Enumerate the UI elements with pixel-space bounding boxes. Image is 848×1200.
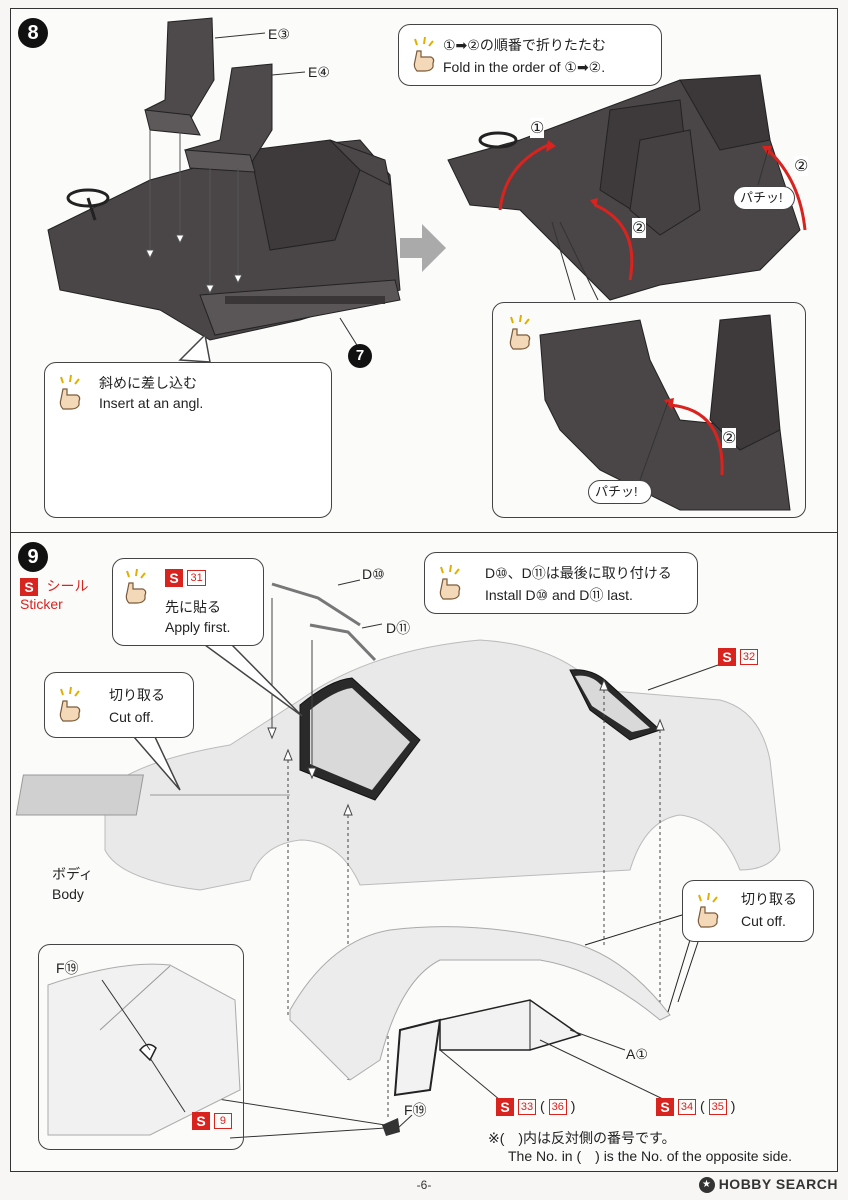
pointing-hand-icon [125,568,147,604]
sticker-32: S 32 [718,648,759,667]
sticker-33-36: S 33 ( 36 ) [496,1098,575,1117]
page-number: -6- [416,1178,432,1192]
cut-off-bubble-hood: 切り取る Cut off. [44,672,194,738]
detail-bubble-f19 [38,944,244,1150]
part-label-d10: D⑩ [362,566,385,582]
sticker-9: S 9 [192,1112,232,1131]
sticker-mark: S [165,569,183,587]
pointing-hand-icon [59,686,81,722]
cut-off-jp: 切り取る [109,687,165,703]
fold-mark-2-rear: ② [794,156,809,176]
pointing-hand-icon [59,374,81,410]
step-9-badge: 9 [18,542,48,572]
apply-first-en: Apply first. [165,619,231,635]
sticker-legend-jp: シール [46,578,89,594]
part-label-e4: E④ [308,64,330,80]
pointing-hand-icon [413,36,435,72]
pointing-hand-icon [697,892,719,928]
pointing-hand-icon [509,314,531,350]
cut-off-jp: 切り取る [741,891,797,907]
install-last-en: Install D⑩ and D⑪ last. [485,587,633,603]
snap-callout-2: パチッ! [588,480,652,504]
body-label-en: Body [52,886,84,902]
snap-detail-bubble [492,302,806,518]
sticker-legend-en: Sticker [20,596,63,612]
angle-insert-bubble: 斜めに差し込む Insert at an angl. [44,362,332,518]
fold-mark-2-detail: ② [722,428,737,448]
fold-mark-2: ② [632,218,647,238]
sticker-number-opposite: 36 [548,1099,567,1116]
sticker-mark: S [192,1112,210,1131]
fold-order-bubble: ①➡②の順番で折りたたむ Fold in the order of ①➡②. [398,24,662,86]
step-7-ref: 7 [348,344,372,368]
part-label-d11: D⑪ [386,620,411,636]
hobby-search-logo-icon: ★ [698,1177,715,1194]
sticker-mark: S [496,1098,514,1117]
cut-off-bubble-frame: 切り取る Cut off. [682,880,814,942]
sticker-number: 33 [517,1099,537,1116]
sticker-number-opposite: 35 [708,1099,727,1116]
snap-callout-1: パチッ! [733,186,795,210]
snap-text: パチッ! [740,190,783,205]
step-8-badge: 8 [18,18,48,48]
opposite-note-jp: ※( )内は反対側の番号です。 [488,1130,676,1146]
install-last-jp: D⑩、D⑪は最後に取り付ける [485,565,672,581]
part-label-f19-detail: F⑲ [56,960,79,976]
fold-order-en: Fold in the order of ①➡②. [443,59,606,75]
sticker-legend: S シール [20,576,88,596]
part-label-a1: A① [626,1046,648,1062]
install-last-bubble: D⑩、D⑪は最後に取り付ける Install D⑩ and D⑪ last. [424,552,698,614]
sticker-number: 9 [213,1113,232,1130]
part-label-e3: E③ [268,26,290,42]
fold-order-jp: ①➡②の順番で折りたたむ [443,37,606,53]
opposite-note-en: The No. in ( ) is the No. of the opposit… [508,1148,793,1164]
apply-first-bubble: S 31 先に貼る Apply first. [112,558,264,646]
pointing-hand-icon [439,564,461,600]
sticker-mark: S [20,577,38,596]
part-label-f19: F⑲ [404,1102,427,1118]
apply-first-jp: 先に貼る [165,599,221,615]
cut-off-en: Cut off. [741,913,786,929]
sticker-number: 34 [677,1099,697,1116]
angle-insert-en: Insert at an angl. [99,395,204,411]
sticker-mark: S [656,1098,674,1117]
fold-mark-1: ① [530,118,545,138]
apply-first-sticker: S 31 [165,569,206,587]
sticker-34-35: S 34 ( 35 ) [656,1098,735,1117]
cut-off-en: Cut off. [109,709,154,725]
angle-insert-jp: 斜めに差し込む [99,375,197,391]
watermark: ★HOBBY SEARCH [698,1176,838,1194]
sticker-mark: S [718,648,736,667]
watermark-text: HOBBY SEARCH [718,1176,838,1192]
sticker-number: 31 [187,570,206,586]
body-label-jp: ボディ [52,866,94,882]
snap-text: パチッ! [595,484,638,499]
sticker-number: 32 [739,649,759,666]
step-divider [10,532,838,533]
